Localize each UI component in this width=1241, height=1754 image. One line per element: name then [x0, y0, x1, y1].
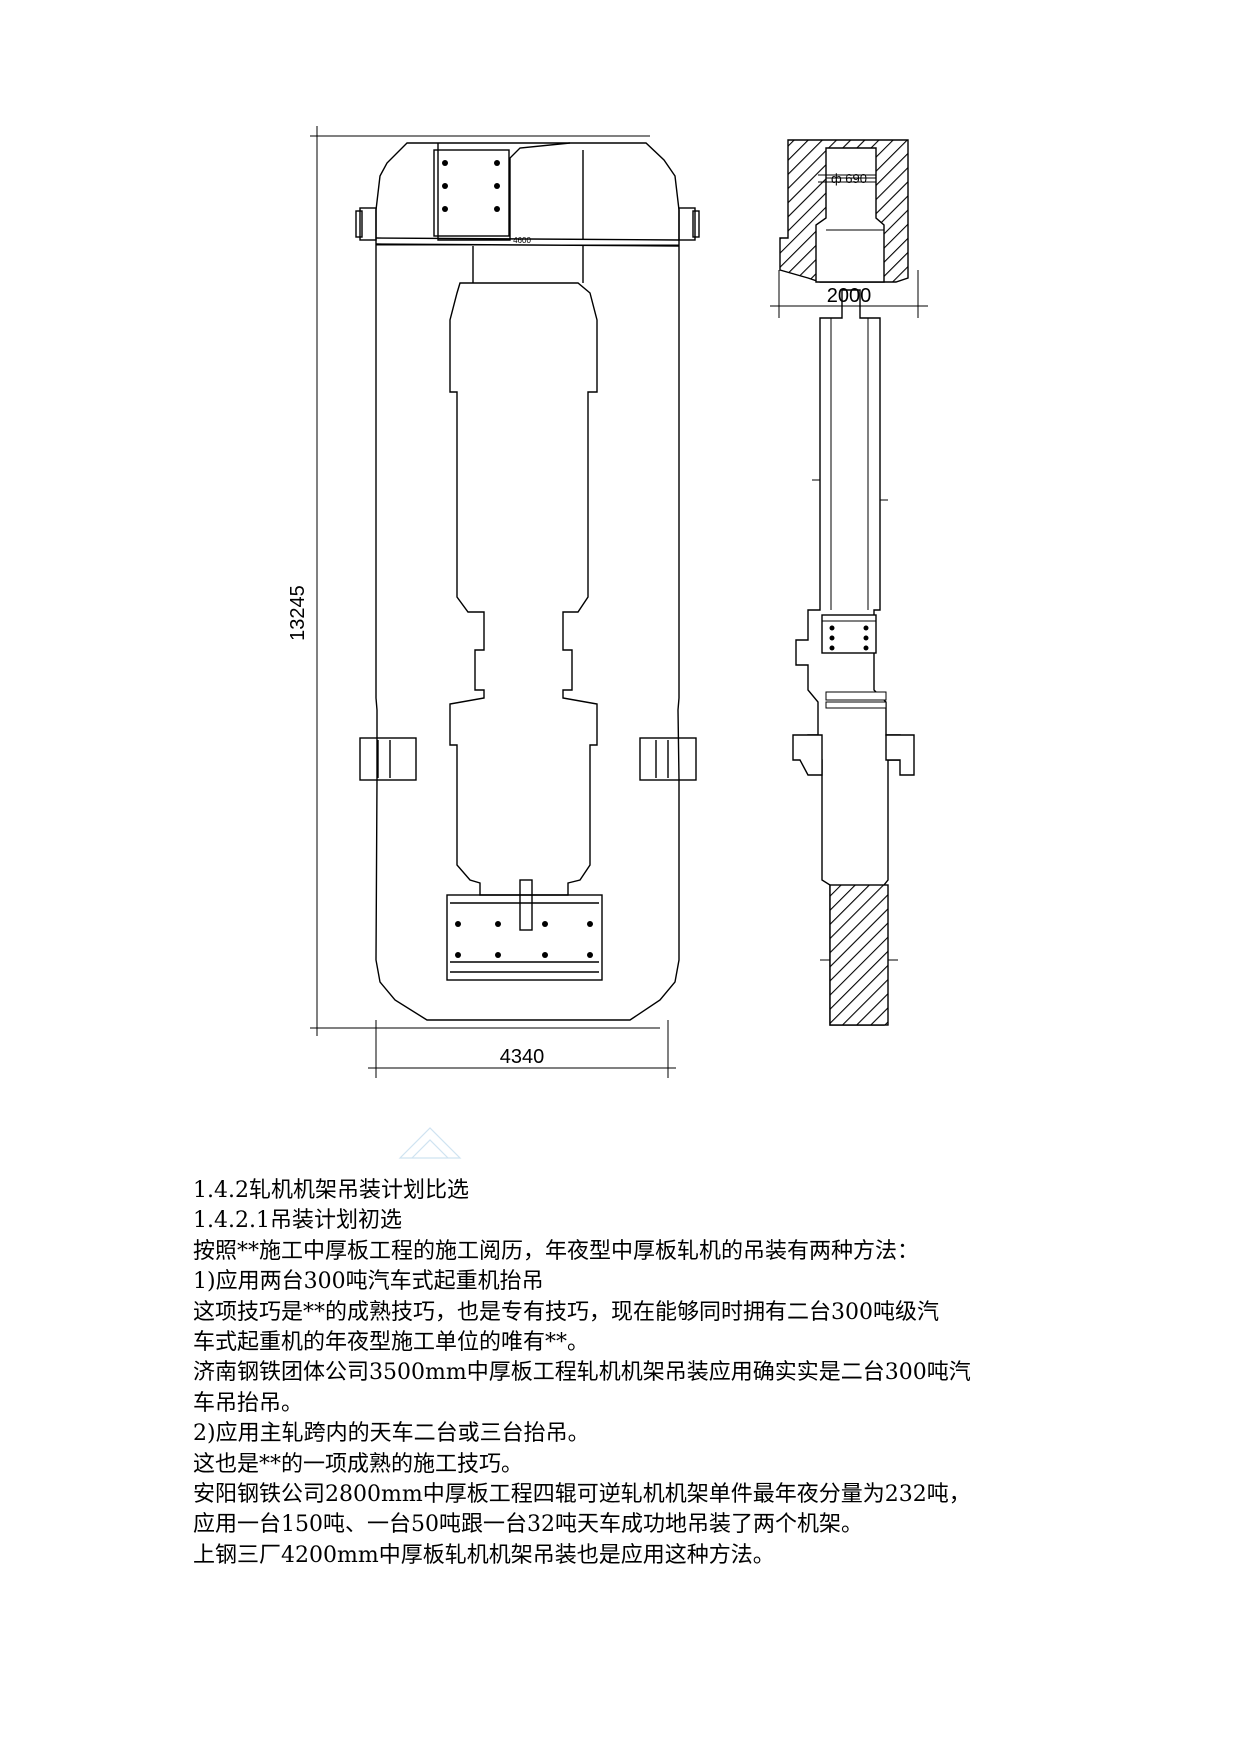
side-diameter-label: ф 690 [831, 171, 867, 186]
left-upper-lug [359, 207, 377, 241]
inner-width-dimension-label: 4600 [513, 236, 531, 245]
left-lower-lug [359, 737, 417, 781]
side-lower-flange-left [792, 734, 823, 776]
document-body: 1.4.2轧机机架吊装计划比选 1.4.2.1吊装计划初选 按照**施工中厚板工… [193, 1176, 1093, 1571]
paragraph-line: 应用一台150吨、一台50吨跟一台32吨天车成功地吊装了两个机架。 [193, 1512, 863, 1538]
paragraph-line: 1)应用两台300吨汽车式起重机抬吊 [193, 1269, 544, 1295]
paragraph-line: 上钢三厂4200mm中厚板轧机机架吊装也是应用这种方法。 [193, 1542, 775, 1568]
window-opening [449, 282, 598, 896]
subsection-heading: 1.4.2.1吊装计划初选 [193, 1208, 402, 1234]
side-bottom-foot [829, 884, 889, 1026]
watermark-logo [398, 1127, 462, 1159]
right-upper-lug [678, 207, 696, 241]
paragraph-line: 这也是**的一项成熟的施工技巧。 [193, 1451, 524, 1477]
top-bolt-block [433, 149, 510, 237]
side-lower-flange-right [885, 734, 915, 776]
front-view [355, 142, 700, 1021]
side-bolt-markers [829, 625, 869, 651]
section-heading: 1.4.2轧机机架吊装计划比选 [193, 1178, 469, 1203]
rolling-mill-housing-drawing: 13245 4340 4600 [287, 126, 928, 1159]
paragraph-line: 车式起重机的年夜型施工单位的唯有**。 [193, 1330, 590, 1356]
width-dimension-label: 4340 [500, 1046, 545, 1068]
right-lower-lug [639, 737, 697, 781]
height-dimension-label: 13245 [287, 585, 309, 641]
paragraph-line: 这项技巧是**的成熟技巧，也是专有技巧，现在能够同时拥有二台300吨级汽 [193, 1299, 939, 1325]
housing-top-plate [437, 142, 571, 241]
side-dimensions [770, 177, 928, 318]
side-width-label: 2000 [827, 285, 872, 307]
paragraph-line: 2)应用主轧跨内的天车二台或三台抬吊。 [193, 1421, 590, 1447]
front-dimensions [310, 126, 679, 1078]
paragraph-line: 车吊抬吊。 [193, 1390, 304, 1416]
paragraph-line: 安阳钢铁公司2800mm中厚板工程四辊可逆轧机机架单件最年夜分量为232吨， [193, 1482, 971, 1508]
bolt-markers [442, 160, 593, 958]
side-view [779, 139, 915, 1026]
paragraph-line: 按照**施工中厚板工程的施工阅历，年夜型中厚板轧机的吊装有两种方法： [193, 1238, 920, 1264]
paragraph-line: 济南钢铁团体公司3500mm中厚板工程轧机机架吊装应用确实实是二台300吨汽 [193, 1360, 971, 1386]
bottom-bolt-block [446, 894, 603, 981]
housing-outline [375, 142, 680, 1021]
